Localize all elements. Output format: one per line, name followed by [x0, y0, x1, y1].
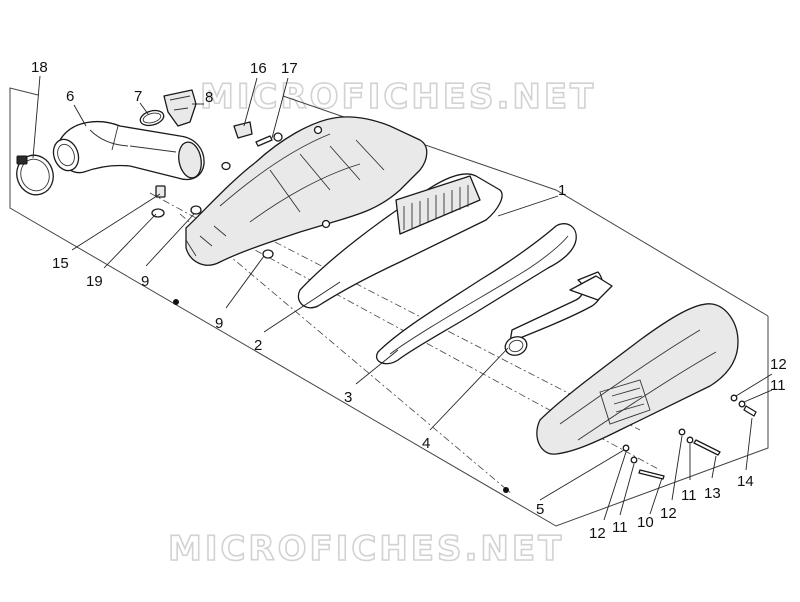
callout-2: 2 — [254, 337, 262, 354]
callout-3: 3 — [344, 389, 352, 406]
callout-6: 6 — [66, 88, 74, 105]
callout-5: 5 — [536, 501, 544, 518]
callout-7: 7 — [134, 88, 142, 105]
anchor-dot-left — [173, 299, 179, 305]
callout-13: 13 — [704, 485, 721, 502]
callout-11-mid: 11 — [681, 487, 697, 504]
callout-16: 16 — [250, 60, 267, 77]
gasket-3 — [375, 223, 577, 365]
callout-18: 18 — [31, 59, 48, 76]
watermark-bottom: MICROFICHES.NET — [168, 529, 564, 569]
grommet-9a — [190, 205, 202, 215]
filter-cover-5 — [536, 303, 739, 455]
callout-12-right: 12 — [770, 356, 787, 373]
outlet-duct-4 — [504, 271, 613, 356]
anchor-dot-bottom — [503, 487, 509, 493]
filter-housing-rear — [185, 116, 428, 266]
callout-9-lower: 9 — [215, 315, 223, 332]
callout-10: 10 — [637, 514, 654, 531]
callout-9-upper: 9 — [141, 273, 149, 290]
callout-19: 19 — [86, 273, 103, 290]
screw-17 — [255, 132, 283, 147]
callout-12-bottom: 12 — [589, 525, 606, 542]
leader-lines — [32, 75, 773, 521]
callout-15: 15 — [52, 255, 69, 272]
clamp-ring-7 — [139, 109, 165, 127]
clip-15 — [155, 185, 166, 198]
hose-clamp-18 — [16, 154, 54, 196]
bracket-8 — [163, 89, 197, 127]
grommet-9b — [262, 249, 274, 259]
callout-14: 14 — [737, 473, 754, 490]
callout-labels: 18 6 7 8 16 17 1 15 19 9 9 2 3 4 5 12 11… — [31, 59, 787, 542]
callout-12-mid: 12 — [660, 505, 677, 522]
callout-17: 17 — [281, 60, 298, 77]
callout-11-right: 11 — [770, 377, 786, 394]
callout-8: 8 — [205, 89, 213, 106]
plate-16 — [233, 121, 253, 139]
intake-duct-6 — [52, 120, 205, 181]
filter-element-2 — [297, 173, 503, 309]
callout-1: 1 — [558, 182, 566, 199]
callout-4: 4 — [422, 435, 430, 452]
grommet-side — [221, 161, 231, 171]
callout-11-bottom: 11 — [612, 519, 628, 536]
watermark-top: MICROFICHES.NET — [200, 77, 596, 117]
fasteners — [622, 394, 757, 480]
